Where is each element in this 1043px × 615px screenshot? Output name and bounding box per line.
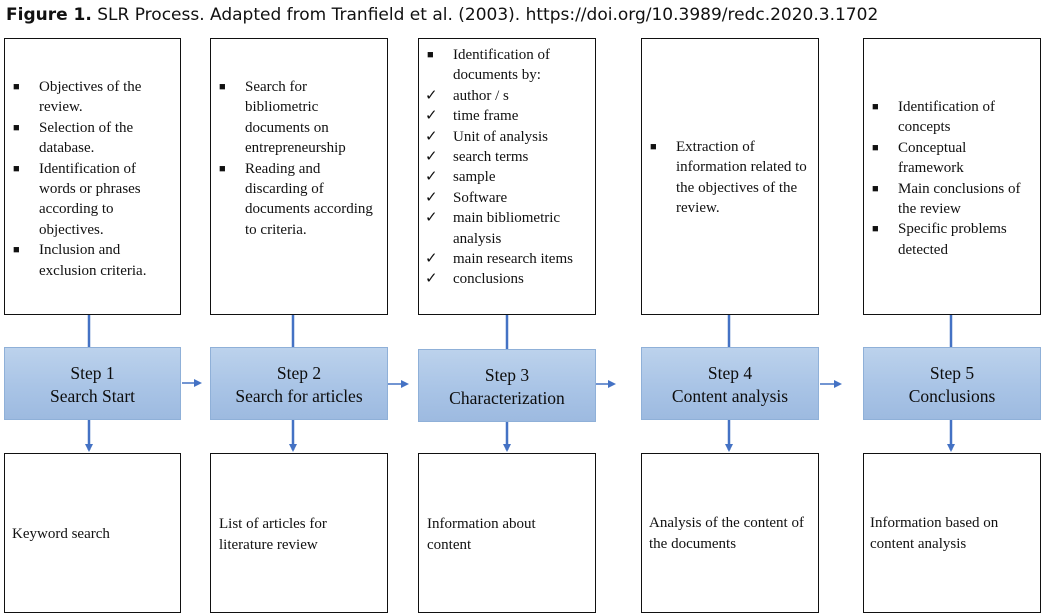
checkmark-icon: ✓ xyxy=(425,169,438,186)
list-item: ■Identification of words or phrases acco… xyxy=(13,160,141,238)
step-1-title: Step 1 xyxy=(70,363,115,383)
list-item: ✓search terms xyxy=(419,147,589,167)
figure-caption: Figure 1. SLR Process. Adapted from Tran… xyxy=(6,4,1041,26)
list-item: ✓conclusions xyxy=(419,269,589,289)
step-1-task-list: ■Objectives of the review. ■Selection of… xyxy=(5,77,180,281)
bullet-icon: ■ xyxy=(13,244,20,257)
bullet-icon: ■ xyxy=(650,141,657,153)
step-2-task-list: ■Search for bibliometric documents on en… xyxy=(211,77,387,240)
step-4-output-box: Analysis of the content of the documents xyxy=(641,453,819,613)
step-5-tasks-box: ■Identification of concepts ■Conceptual … xyxy=(863,38,1041,315)
step-3-tasks-box: ■Identification of documents by: ✓author… xyxy=(418,38,596,315)
list-item: ■Objectives of the review. xyxy=(13,79,142,116)
bullet-icon: ■ xyxy=(219,162,226,175)
list-item: ■Conceptual framework xyxy=(872,139,967,177)
step-1-tasks-box: ■Objectives of the review. ■Selection of… xyxy=(4,38,181,315)
bullet-icon: ■ xyxy=(427,49,434,61)
step-4-task-list: ■Extraction of information related to th… xyxy=(642,137,818,219)
bullet-icon: ■ xyxy=(13,81,20,93)
list-item: ■Identification of concepts xyxy=(872,99,996,136)
checkmark-icon: ✓ xyxy=(425,128,438,145)
step-2-title: Step 2 xyxy=(276,363,322,383)
checkmark-icon: ✓ xyxy=(425,149,438,166)
bullet-icon: ■ xyxy=(13,121,20,134)
list-item: ■Specific problems detected xyxy=(872,221,1007,258)
bullet-icon: ■ xyxy=(13,162,20,175)
step-1-box: Step 1 Search Start xyxy=(4,347,181,420)
step-3-subtitle: Characterization xyxy=(449,388,565,408)
step-1-subtitle: Search Start xyxy=(49,386,136,406)
step-2-output-box: List of articles for literature review xyxy=(210,453,388,613)
step-4-box: Step 4 Content analysis xyxy=(641,347,819,420)
step-2-box: Step 2 Search for articles xyxy=(210,347,388,420)
step-5-title: Step 5 xyxy=(929,363,975,383)
step-4-output-text: Analysis of the content of the documents xyxy=(649,515,804,552)
step-3-box: Step 3 Characterization xyxy=(418,349,596,422)
list-item: ✓author / s xyxy=(419,86,589,106)
step-1-output-box: Keyword search xyxy=(4,453,181,613)
step-4-tasks-box: ■Extraction of information related to th… xyxy=(641,38,819,315)
step-5-output-text: Information based on content analysis xyxy=(870,515,999,552)
step-4-subtitle: Content analysis xyxy=(671,386,789,406)
step-3-task-list: ■Identification of documents by: ✓author… xyxy=(419,45,595,290)
list-item: ■Identification of documents by: xyxy=(427,47,551,84)
list-item: ■Extraction of information related to th… xyxy=(650,139,807,217)
step-5-output-box: Information based on content analysis xyxy=(863,453,1041,613)
checkmark-icon: ✓ xyxy=(425,108,438,125)
caption-text: SLR Process. Adapted from Tranfield et a… xyxy=(91,5,879,25)
list-item: ■Inclusion and exclusion criteria. xyxy=(13,242,147,279)
step-1-output-text: Keyword search xyxy=(12,526,110,542)
step-2-output-text: List of articles for literature review xyxy=(219,516,327,553)
step-3-output-box: Information about content xyxy=(418,453,596,613)
list-item: ✓main bibliometric analysis xyxy=(425,210,561,247)
checkmark-icon: ✓ xyxy=(425,87,438,104)
list-item: ✓sample xyxy=(419,167,589,187)
bullet-icon: ■ xyxy=(872,141,879,154)
checkmark-icon: ✓ xyxy=(425,189,438,206)
bullet-icon: ■ xyxy=(872,223,879,236)
bullet-icon: ■ xyxy=(219,81,226,93)
step-5-subtitle: Conclusions xyxy=(908,386,996,406)
step-5-box: Step 5 Conclusions xyxy=(863,347,1041,420)
step-5-task-list: ■Identification of concepts ■Conceptual … xyxy=(864,97,1040,260)
caption-label: Figure 1. xyxy=(6,5,92,25)
list-item: ✓main research items xyxy=(419,249,589,269)
step-2-subtitle: Search for articles xyxy=(235,386,363,406)
step-3-title: Step 3 xyxy=(484,365,530,385)
bullet-icon: ■ xyxy=(872,101,879,113)
list-item: ■Reading and discarding of documents acc… xyxy=(219,160,373,238)
list-item: ✓Unit of analysis xyxy=(419,127,589,147)
list-item: ✓time frame xyxy=(419,106,589,126)
list-item: ■Main conclusions of the review xyxy=(872,180,1021,218)
list-item: ■Selection of the database. xyxy=(13,119,134,157)
checkmark-icon: ✓ xyxy=(425,210,438,227)
list-item: ■Search for bibliometric documents on en… xyxy=(219,79,346,157)
checkmark-icon: ✓ xyxy=(425,271,438,288)
checkmark-icon: ✓ xyxy=(425,251,438,268)
list-item: ✓Software xyxy=(419,188,589,208)
step-3-output-text: Information about content xyxy=(427,516,536,553)
bullet-icon: ■ xyxy=(872,182,879,195)
step-2-tasks-box: ■Search for bibliometric documents on en… xyxy=(210,38,388,315)
step-4-title: Step 4 xyxy=(707,363,753,383)
